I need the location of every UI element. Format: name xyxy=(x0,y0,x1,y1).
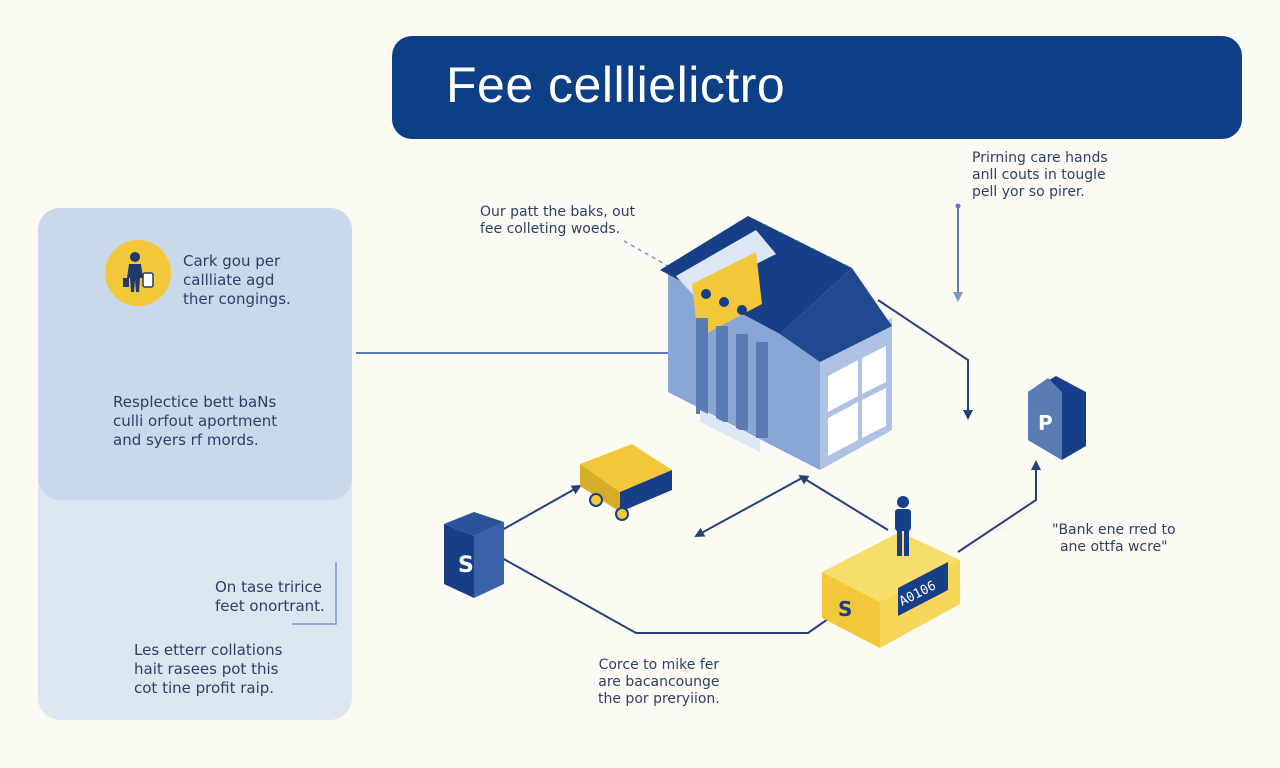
diagram-title: Fee celllielictro xyxy=(446,57,786,113)
top-right-label: Prirning care hands anll couts in tougle… xyxy=(972,150,1108,200)
bank-label: Our patt the baks, out fee colleting woe… xyxy=(480,204,636,237)
money-box-glyph: S xyxy=(458,553,474,578)
arrow-yellowbox-to-bank xyxy=(798,474,889,531)
panel-note-3: On tase tririce feet onortrant. xyxy=(215,578,325,615)
line-moneybox-to-yellowbox xyxy=(501,557,839,634)
bottom-label: Corce to mike fer are bacancounge the po… xyxy=(598,657,720,707)
panel-note-1: Cark gou per callliate agd ther congings… xyxy=(183,252,291,308)
panel-note-2: Resplectice bett baNs culli orfout aport… xyxy=(113,393,278,449)
yellow-box-icon: A0106 S xyxy=(822,496,960,648)
bank-building-icon xyxy=(660,216,892,470)
yellow-box-glyph: S xyxy=(838,597,852,621)
arrow-to-left xyxy=(694,477,803,537)
yellow-cart-icon xyxy=(580,444,672,521)
house-icon: P xyxy=(1028,376,1086,460)
arrow-bank-right xyxy=(877,299,973,420)
right-quote-label: "Bank ene rred to ane ottfa wcre" xyxy=(1052,522,1176,555)
bank-label-pointer xyxy=(623,240,669,267)
person-bag-icon xyxy=(105,240,171,306)
panel-note-4: Les etterr collations hait rasees pot th… xyxy=(134,641,283,697)
arrow-moneybox-to-cart xyxy=(501,485,582,548)
arrow-yellowbox-to-house xyxy=(957,460,1041,553)
house-glyph: P xyxy=(1038,411,1053,435)
info-panel-upper xyxy=(38,208,352,500)
money-box-icon: S xyxy=(444,512,504,598)
title-banner: Fee celllielictro xyxy=(392,36,1242,139)
panel-bracket xyxy=(292,562,337,625)
